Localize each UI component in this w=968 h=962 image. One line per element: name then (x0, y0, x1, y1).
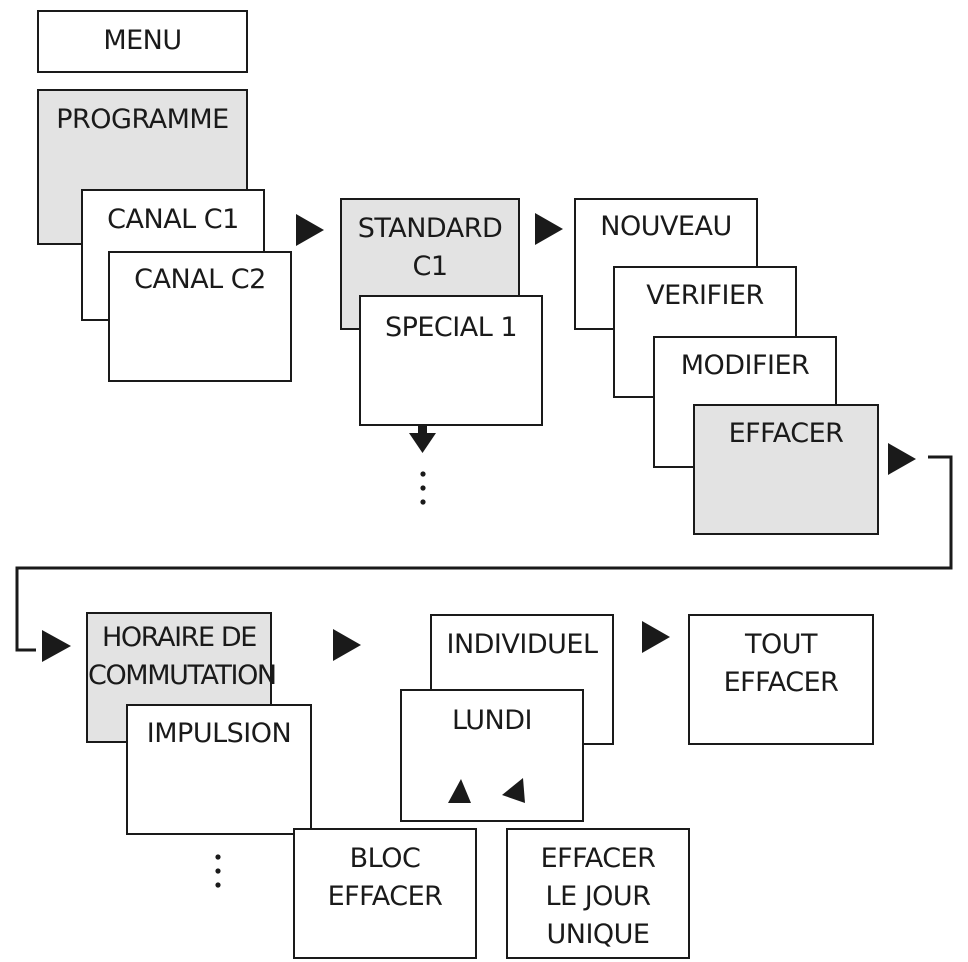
arrow-right-icon (333, 629, 361, 661)
effacer-jour-label-line3: UNIQUE (546, 919, 651, 950)
tout-effacer-label-line2: EFFACER (723, 667, 839, 698)
nav-arrows (448, 778, 525, 803)
canal-c1-label: CANAL C1 (107, 204, 239, 235)
tout-effacer-box[interactable]: TOUT EFFACER (688, 614, 874, 745)
special-box[interactable]: SPECIAL 1 (359, 295, 543, 426)
arrow-right-icon (888, 443, 916, 475)
arrow-right-icon (42, 630, 71, 662)
bloc-effacer-box[interactable]: BLOC EFFACER (293, 828, 477, 959)
canal-c2-box[interactable]: CANAL C2 (108, 251, 292, 382)
bloc-effacer-label-line2: EFFACER (327, 881, 443, 912)
individuel-label: INDIVIDUEL (446, 629, 598, 660)
modifier-label: MODIFIER (680, 350, 810, 381)
programme-label: PROGRAMME (56, 104, 229, 135)
standard-label-line2: C1 (412, 251, 448, 282)
horaire-label-line1: HORAIRE DE (102, 622, 257, 653)
lundi-box[interactable]: LUNDI (400, 689, 584, 822)
arrow-up-right-icon (448, 779, 471, 803)
arrow-right-icon (642, 621, 670, 653)
arrow-right-icon (535, 213, 563, 245)
tout-effacer-label-line1: TOUT (745, 629, 818, 660)
verifier-label: VERIFIER (646, 280, 764, 311)
impulsion-box[interactable]: IMPULSION (126, 704, 312, 835)
effacer-jour-label-line2: LE JOUR (545, 881, 651, 912)
menu-label: MENU (103, 25, 182, 56)
effacer-jour-box[interactable]: EFFACER LE JOUR UNIQUE (506, 828, 690, 959)
impulsion-label: IMPULSION (146, 718, 292, 749)
ellipsis-vertical-icon (420, 471, 426, 505)
standard-label-line1: STANDARD (357, 213, 503, 244)
effacer-box[interactable]: EFFACER (693, 404, 879, 535)
horaire-label-line2: COMMUTATION (88, 660, 277, 691)
arrow-right-icon (296, 214, 324, 246)
menu-box[interactable]: MENU (37, 10, 248, 73)
effacer-label: EFFACER (728, 418, 844, 449)
special-label: SPECIAL 1 (384, 312, 518, 343)
ellipsis-vertical-icon (215, 854, 221, 888)
wrap-connector-line (15, 455, 953, 652)
bloc-effacer-label-line1: BLOC (349, 843, 421, 874)
effacer-jour-label-line1: EFFACER (540, 843, 656, 874)
arrow-up-left-icon (502, 778, 525, 803)
lundi-label: LUNDI (452, 705, 532, 736)
canal-c2-label: CANAL C2 (134, 264, 266, 295)
nouveau-label: NOUVEAU (600, 211, 732, 242)
